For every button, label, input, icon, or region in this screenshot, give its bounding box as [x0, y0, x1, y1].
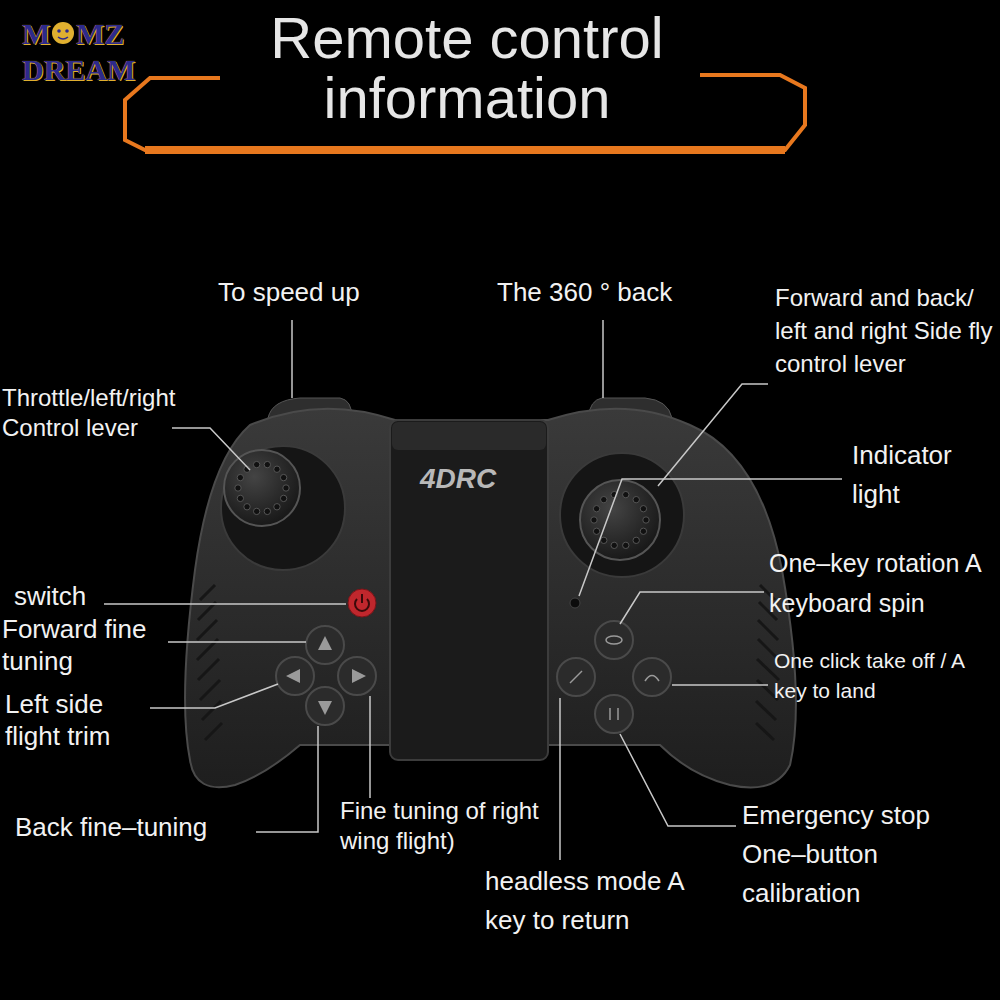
logo-letter: M	[22, 16, 50, 52]
controller-body	[185, 409, 796, 788]
logo-eye	[57, 29, 61, 33]
callout-label: Forward and back/ left and right Side fl…	[775, 281, 997, 380]
grip-dot	[601, 496, 607, 502]
leader-lines	[104, 320, 842, 860]
joystick-knob	[224, 450, 300, 526]
joystick-base	[221, 446, 345, 570]
callout-label: One click take off / A key to land	[774, 646, 996, 706]
callout-label: Throttle/left/right Control lever	[2, 383, 212, 443]
power-button	[348, 589, 376, 617]
grip-dot	[591, 517, 597, 523]
callout-label: switch	[14, 580, 86, 612]
grip-dot	[611, 542, 617, 548]
grip-dot	[274, 466, 280, 472]
logo-face	[52, 22, 74, 44]
grip-dot	[593, 528, 599, 534]
grip-dot	[633, 496, 639, 502]
grip-dot	[237, 495, 243, 501]
logo-smile	[58, 37, 68, 39]
grip-dot	[593, 506, 599, 512]
indicator-light	[570, 598, 580, 608]
joystick-base	[560, 453, 684, 577]
grip-dot	[633, 537, 639, 543]
grip-dot	[235, 485, 241, 491]
logo-eye	[65, 29, 69, 33]
callout-label: The 360 ° back	[497, 276, 672, 308]
grip-dot	[280, 495, 286, 501]
grip-dot	[640, 528, 646, 534]
clamp-top	[392, 422, 546, 450]
grip-dot	[640, 506, 646, 512]
callout-label: Fine tuning of right wing flight)	[340, 796, 570, 856]
power-symbol	[361, 594, 363, 603]
function-buttons	[557, 621, 671, 733]
callout-label: Emergency stop One–button calibration	[742, 796, 972, 913]
callout-label: Indicator light	[852, 436, 997, 514]
title: Remote control information	[207, 8, 727, 128]
grip-dot	[264, 461, 270, 467]
joystick-knob	[580, 480, 660, 560]
callout-label: Left side flight trim	[5, 688, 145, 752]
logo-word: DREAM	[22, 52, 135, 88]
callout-label: To speed up	[218, 276, 360, 308]
grip-dot	[623, 491, 629, 497]
grip-dot	[601, 537, 607, 543]
title-underline	[145, 146, 785, 154]
button-icons	[570, 636, 659, 720]
grip-dot	[274, 504, 280, 510]
grip-dot	[253, 461, 259, 467]
grip-dot	[253, 508, 259, 514]
callout-label: One–key rotation A keyboard spin	[769, 543, 997, 623]
grip-dot	[244, 504, 250, 510]
trim-buttons	[276, 626, 376, 725]
grip-dot	[283, 485, 289, 491]
brand-logo: 4DRC	[420, 462, 496, 496]
grip-dot	[280, 474, 286, 480]
grip-dot	[237, 474, 243, 480]
grip-dot	[623, 542, 629, 548]
phone-clamp	[390, 420, 548, 760]
grip-dot	[264, 508, 270, 514]
logo-letter: MZ	[76, 16, 124, 52]
grip-dot	[643, 517, 649, 523]
callout-label: Back fine–tuning	[15, 811, 207, 843]
callout-label: Forward fine tuning	[2, 613, 172, 677]
callout-label: headless mode A key to return	[485, 862, 690, 940]
trim-arrows	[286, 636, 366, 715]
